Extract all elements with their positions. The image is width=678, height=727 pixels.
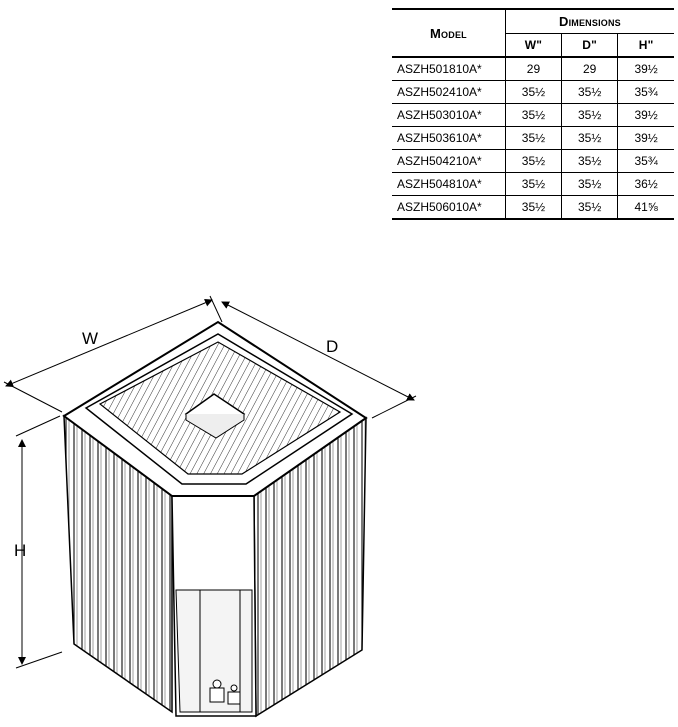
depth-cell: 35½ [561, 103, 618, 127]
width-cell: 35½ [505, 172, 562, 196]
depth-dimension-line [221, 301, 417, 419]
width-cell: 35½ [505, 195, 562, 220]
depth-cell: 35½ [561, 126, 618, 150]
depth-cell: 35½ [561, 172, 618, 196]
height-label: H [14, 541, 26, 560]
depth-cell: 35½ [561, 80, 618, 104]
table-row: ASZH504810A* 35½ 35½ 36½ [392, 172, 674, 196]
dimensions-group-header: Dimensions [505, 8, 674, 34]
depth-cell: 35½ [561, 149, 618, 173]
depth-cell: 35½ [561, 195, 618, 220]
model-cell: ASZH503010A* [392, 103, 506, 127]
table-row: ASZH503610A* 35½ 35½ 39½ [392, 126, 674, 150]
height-cell: 39½ [617, 103, 674, 127]
width-dimension-line [3, 295, 223, 413]
condenser-unit-drawing: W D H [3, 295, 417, 718]
height-dimension-line [15, 415, 63, 669]
depth-label: D [326, 337, 338, 356]
dimensions-table: Model Dimensions W" D" H" ASZH501810A* 2… [392, 8, 674, 220]
depth-column-header: D" [561, 33, 618, 58]
width-cell: 29 [505, 57, 562, 81]
table-row: ASZH502410A* 35½ 35½ 35¾ [392, 80, 674, 104]
model-cell: ASZH504810A* [392, 172, 506, 196]
width-label: W [82, 329, 98, 348]
height-cell: 35¾ [617, 149, 674, 173]
model-column-header: Model [392, 8, 506, 58]
height-cell: 36½ [617, 172, 674, 196]
model-cell: ASZH502410A* [392, 80, 506, 104]
table-row: ASZH503010A* 35½ 35½ 39½ [392, 103, 674, 127]
table-row: ASZH504210A* 35½ 35½ 35¾ [392, 149, 674, 173]
table-row: ASZH506010A* 35½ 35½ 41⅝ [392, 195, 674, 220]
height-cell: 39½ [617, 57, 674, 81]
model-cell: ASZH504210A* [392, 149, 506, 173]
model-cell: ASZH503610A* [392, 126, 506, 150]
model-cell: ASZH506010A* [392, 195, 506, 220]
depth-cell: 29 [561, 57, 618, 81]
table-row: ASZH501810A* 29 29 39½ [392, 57, 674, 81]
height-cell: 41⅝ [617, 195, 674, 220]
height-column-header: H" [617, 33, 674, 58]
width-cell: 35½ [505, 149, 562, 173]
width-cell: 35½ [505, 126, 562, 150]
width-cell: 35½ [505, 80, 562, 104]
width-cell: 35½ [505, 103, 562, 127]
height-cell: 39½ [617, 126, 674, 150]
width-column-header: W" [505, 33, 562, 58]
service-valves-icon [209, 679, 241, 705]
model-cell: ASZH501810A* [392, 57, 506, 81]
height-cell: 35¾ [617, 80, 674, 104]
